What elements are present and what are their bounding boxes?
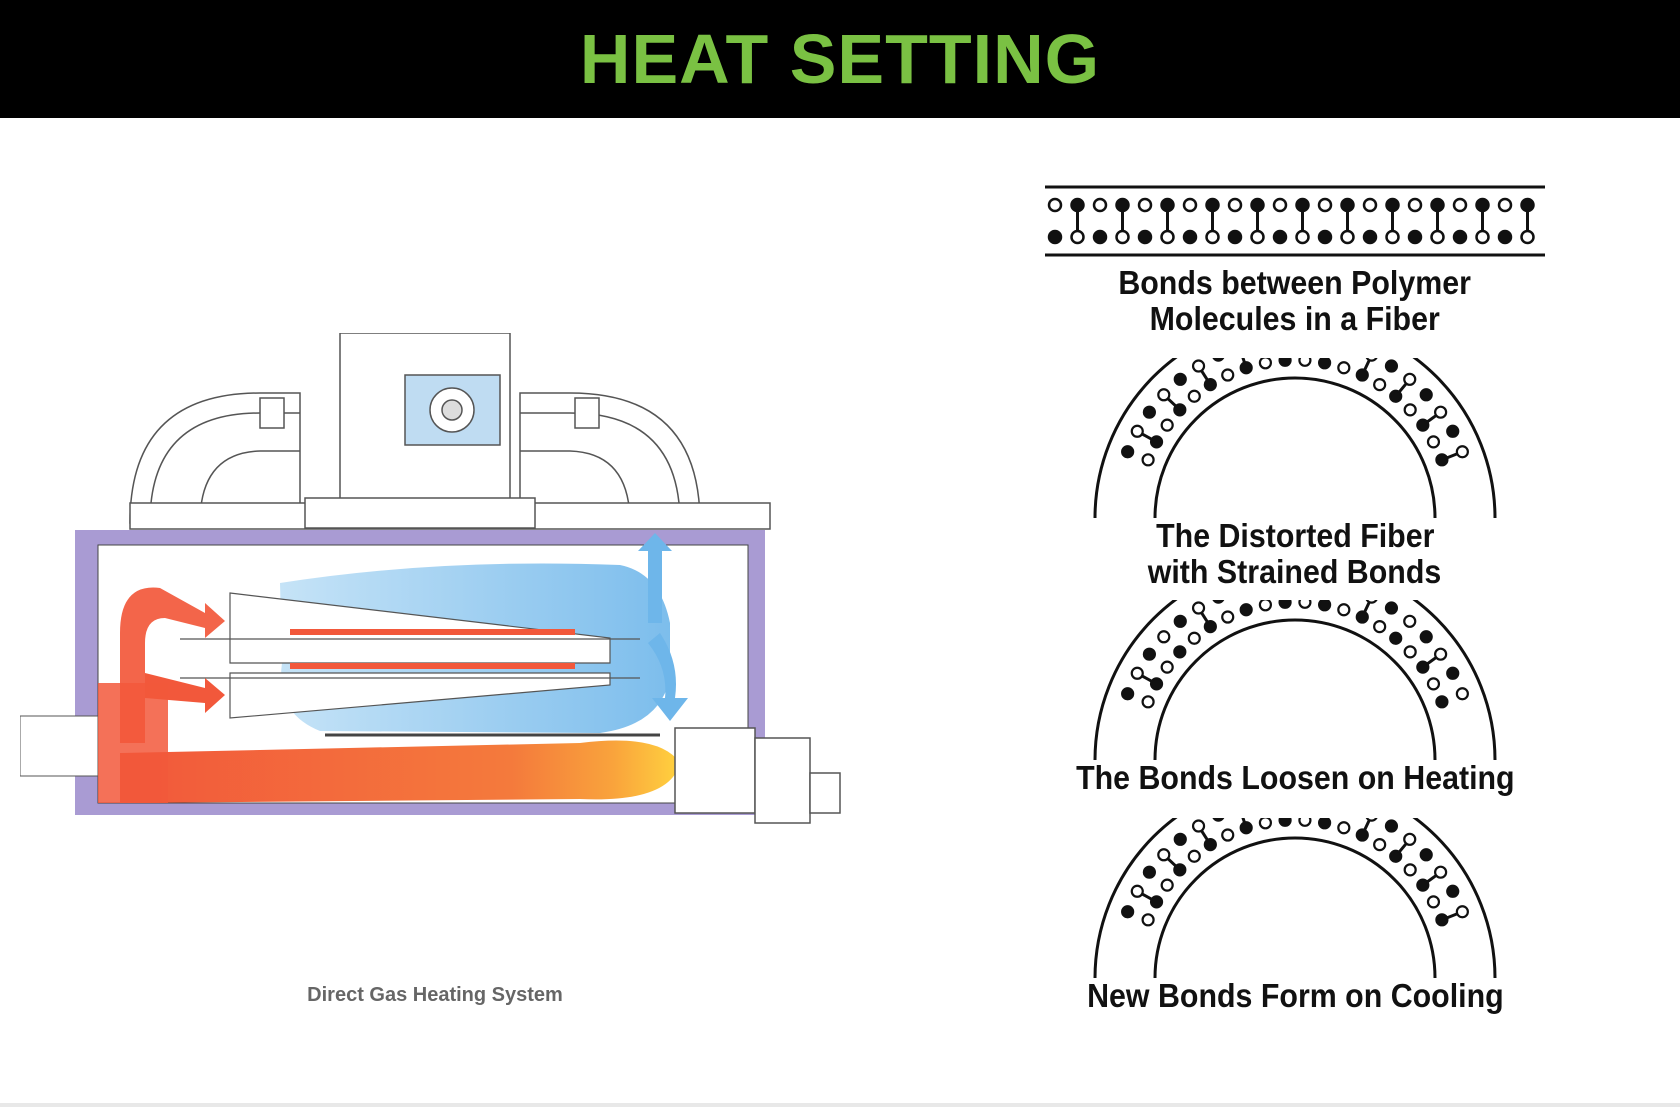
cool-air-down-arrow bbox=[648, 633, 688, 721]
cool-air-up-arrow bbox=[638, 533, 672, 623]
gas-burner-unit bbox=[674, 727, 841, 824]
oven-caption: Direct Gas Heating System bbox=[307, 984, 563, 1006]
fiber-state-1-label-line1: Bonds between Polymer bbox=[1118, 264, 1472, 301]
burner-housing bbox=[98, 683, 168, 803]
hot-air-jets bbox=[290, 629, 575, 669]
fiber-state-4-label: New Bonds Form on Cooling bbox=[1086, 977, 1504, 1014]
loosened-fiber-diagram bbox=[1093, 600, 1497, 760]
hot-air-flow bbox=[120, 587, 225, 743]
fiber-state-4: New Bonds Form on Cooling bbox=[995, 818, 1595, 1014]
fiber-state-2-label-line2: with Strained Bonds bbox=[1148, 553, 1442, 590]
distorted-fiber-diagram bbox=[1093, 358, 1497, 518]
page-title: HEAT SETTING bbox=[579, 20, 1101, 98]
fiber-state-2: The Distorted Fiber with Strained Bonds bbox=[995, 358, 1595, 590]
slide-bottom-edge bbox=[0, 1103, 1680, 1107]
burner-flame bbox=[120, 740, 680, 803]
fiber-state-1-label-line2: Molecules in a Fiber bbox=[1149, 300, 1441, 337]
fiber-state-2-label-line1: The Distorted Fiber bbox=[1155, 517, 1435, 554]
title-bar: HEAT SETTING bbox=[0, 0, 1680, 118]
fiber-state-3: The Bonds Loosen on Heating bbox=[995, 600, 1595, 796]
cooled-fiber-diagram bbox=[1093, 818, 1497, 978]
fiber-state-1: Bonds between Polymer Molecules in a Fib… bbox=[995, 183, 1595, 337]
nozzle-plenum bbox=[180, 592, 640, 719]
blower-duct bbox=[129, 333, 771, 530]
fiber-state-3-label: The Bonds Loosen on Heating bbox=[1075, 759, 1515, 796]
slide-content: Direct Gas Heating System Bonds between … bbox=[0, 118, 1680, 1107]
oven-diagram: Direct Gas Heating System bbox=[20, 333, 841, 1006]
straight-fiber-diagram bbox=[1045, 185, 1545, 257]
